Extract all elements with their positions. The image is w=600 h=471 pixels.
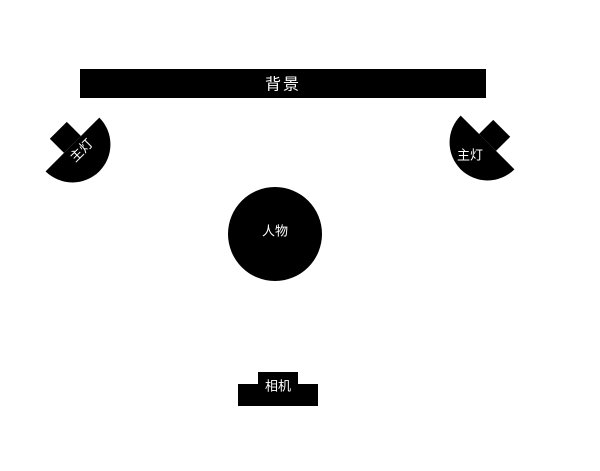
right-key-light: [449, 115, 515, 181]
left-light-stand: [49, 121, 81, 153]
right-light-label: 主灯: [457, 149, 483, 164]
camera: 相机: [238, 372, 318, 406]
left-key-light: [45, 117, 111, 183]
right-light-head: [449, 115, 515, 181]
camera-label: 相机: [265, 380, 291, 395]
camera-body: [238, 372, 318, 406]
subject-label: 人物: [262, 225, 288, 240]
background-bar: [80, 69, 486, 98]
background-panel: 背景: [80, 69, 486, 98]
right-light-stand: [479, 119, 511, 151]
background-label: 背景: [265, 75, 301, 94]
subject-circle: [228, 187, 322, 281]
left-light-head: [45, 117, 111, 183]
subject: 人物: [228, 187, 322, 281]
